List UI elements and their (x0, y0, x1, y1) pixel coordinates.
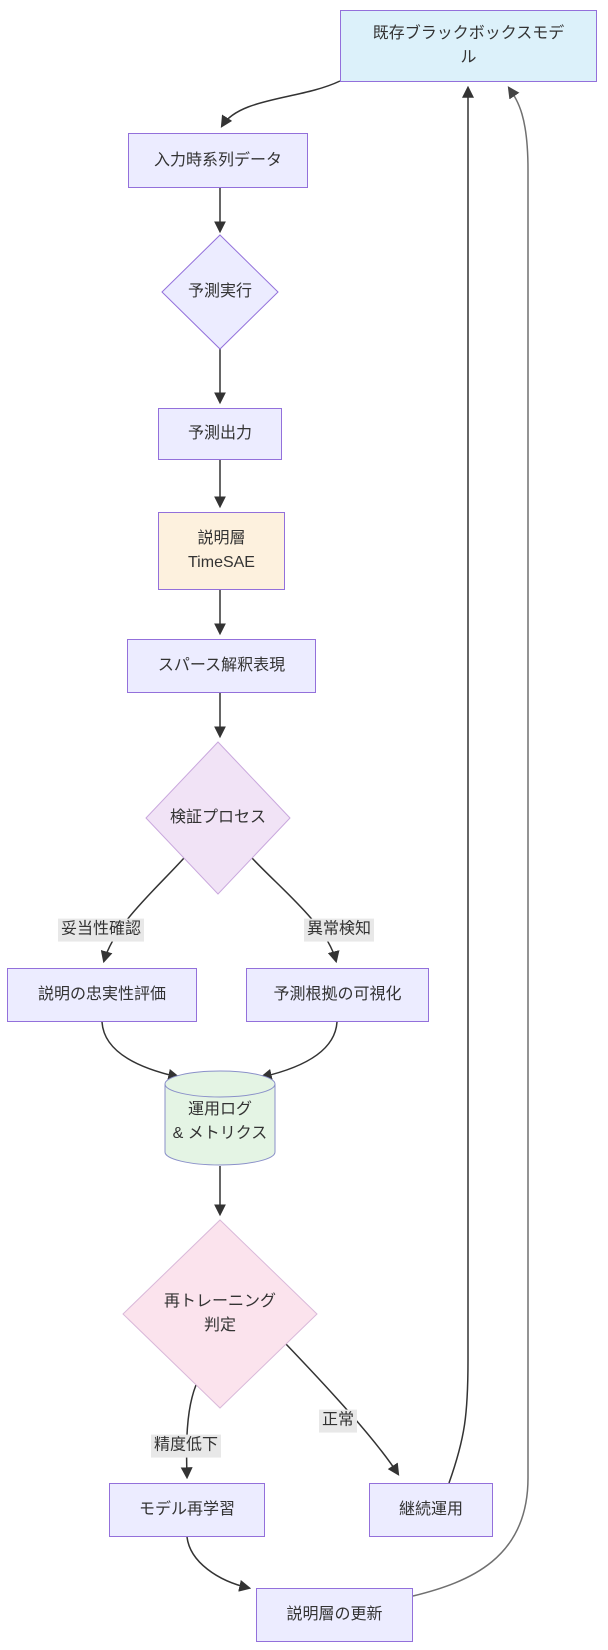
edge-label-anomaly: 異常検知 (303, 918, 375, 942)
verify-diamond-shape (145, 741, 291, 895)
edge-faithfulness-to-logs (101, 1021, 181, 1081)
predict-exec-diamond-shape (161, 234, 279, 350)
edge-label-validity: 妥当性確認 (57, 918, 145, 942)
node-blackbox-model: 既存ブラックボックスモデ ル (340, 10, 597, 82)
node-model-retrain: モデル再学習 (109, 1483, 265, 1537)
edge-decision-to-continue (284, 1342, 400, 1476)
edge-retrain-to-update (186, 1536, 252, 1592)
edge-label-degradation: 精度低下 (150, 1434, 222, 1458)
node-continue-operation: 継続運用 (369, 1483, 493, 1537)
edge-verify-to-faithfulness (100, 857, 185, 964)
edge-update-to-blackbox (412, 86, 529, 1597)
node-rationale-visualization: 予測根拠の可視化 (246, 968, 429, 1022)
node-faithfulness-eval: 説明の忠実性評価 (7, 968, 197, 1022)
node-retrain-decision-label: 再トレーニング 判定 (163, 1293, 276, 1334)
node-input-data: 入力時系列データ (128, 133, 308, 188)
node-verify-process-label: 検証プロセス (169, 809, 266, 826)
edge-blackbox-to-input (220, 80, 341, 128)
edge-visualization-to-logs (259, 1021, 338, 1081)
node-predict-exec-label: 予測実行 (187, 283, 252, 300)
edge-verify-to-visualization (251, 857, 340, 964)
logs-cylinder-top (164, 1070, 276, 1098)
node-explain-layer: 説明層 TimeSAE (158, 512, 285, 590)
edge-decision-to-retrain (180, 1384, 197, 1480)
edge-label-normal: 正常 (318, 1409, 358, 1433)
node-sparse-representation: スパース解釈表現 (127, 639, 316, 693)
node-explain-layer-update: 説明層の更新 (256, 1588, 413, 1642)
node-operation-logs-label: 運用ログ & メトリクス (172, 1101, 268, 1142)
retrain-decision-diamond-shape (122, 1219, 318, 1409)
logs-cylinder-shape (164, 1084, 276, 1166)
edge-continue-to-blackbox (448, 85, 474, 1484)
node-predict-output: 予測出力 (158, 408, 282, 460)
